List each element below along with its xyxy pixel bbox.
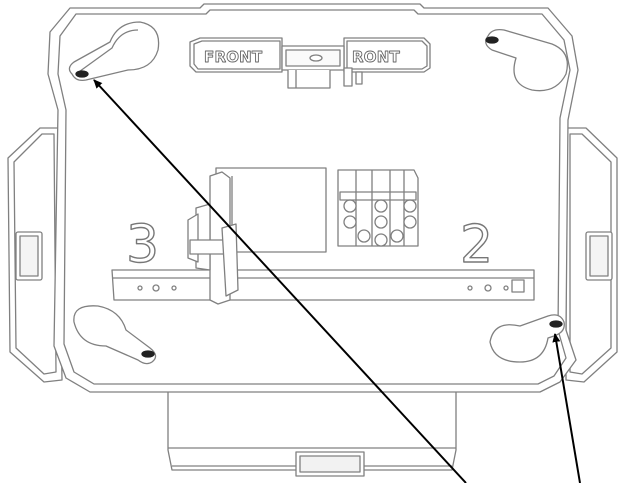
terminal-number-3: 3 <box>126 215 159 275</box>
keyhole-slot-bottom-right <box>489 314 565 363</box>
left-side-clip <box>7 127 63 383</box>
rail-clip-bracket <box>187 171 239 305</box>
keyhole-slot-top-right <box>485 28 569 92</box>
terminal-block <box>337 169 419 247</box>
center-latch <box>281 45 363 89</box>
svg-text:FRONT: FRONT <box>204 48 263 66</box>
pointer-arrow-top-left <box>93 79 467 483</box>
front-label-right: RONT <box>343 37 431 73</box>
svg-text:RONT: RONT <box>352 48 400 66</box>
front-label-left: FRONT <box>189 37 283 73</box>
pointer-arrow-bottom-right <box>552 333 581 483</box>
plate-inner-rim <box>57 9 571 385</box>
right-side-clip <box>565 127 618 383</box>
keyhole-slot-bottom-left <box>73 305 157 365</box>
keyhole-slot-top-left <box>68 21 160 82</box>
terminal-number-2: 2 <box>460 215 493 275</box>
bottom-tab <box>167 379 457 477</box>
